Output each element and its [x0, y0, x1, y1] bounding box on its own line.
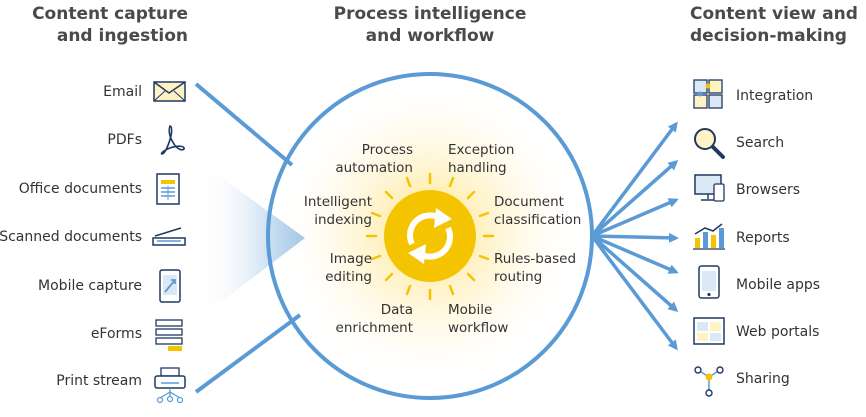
image-editing-line-1: Image — [329, 251, 372, 267]
web-portal-icon — [693, 317, 725, 345]
input-label-office-documents: Office documents — [18, 181, 142, 197]
mobile-workflow-line-2: workflow — [448, 320, 509, 336]
process-automation-line-1: Process — [361, 142, 413, 158]
output-label-sharing: Sharing — [736, 371, 790, 387]
sync-icon — [365, 172, 495, 301]
output-label-search: Search — [736, 135, 785, 151]
data-enrichment-line-2: enrichment — [335, 320, 413, 336]
arrow-mobile-apps — [591, 234, 679, 274]
funnel-top-line — [194, 82, 294, 167]
share-network-icon — [694, 366, 724, 397]
mobile-app-icon — [698, 265, 720, 299]
intelligent-indexing-line-2: indexing — [314, 212, 372, 228]
mobile-workflow-line-1: Mobile — [448, 302, 493, 318]
browser-devices-icon — [694, 174, 725, 202]
envelope-icon — [153, 81, 186, 102]
arrow-search — [590, 160, 679, 238]
scanner-icon — [152, 227, 186, 246]
input-label-mobile-capture: Mobile capture — [38, 278, 142, 294]
header-right-line-1: Content view and — [690, 4, 858, 24]
output-label-browsers: Browsers — [736, 182, 801, 198]
document-icon — [156, 173, 180, 205]
rules-based-routing: Rules-based routing — [494, 250, 576, 286]
output-label-reports: Reports — [736, 230, 790, 246]
printer-icon — [154, 367, 186, 404]
arrow-sharing — [590, 234, 678, 351]
image-editing: Image editing — [292, 250, 372, 286]
header-center-line-1: Process intelligence — [333, 4, 527, 24]
data-enrichment-line-1: Data — [380, 302, 413, 318]
header-center-line-2: and workflow — [365, 26, 495, 46]
header-left-line-1: Content capture — [32, 4, 188, 24]
document-classification-line-2: classification — [494, 212, 582, 228]
document-classification-line-1: Document — [494, 194, 564, 210]
mobile-workflow: Mobile workflow — [448, 301, 508, 337]
intelligent-indexing: Intelligent indexing — [292, 193, 372, 229]
data-enrichment: Data enrichment — [323, 301, 413, 337]
process-automation: Process automation — [333, 141, 413, 177]
funnel-shape — [200, 162, 305, 318]
document-classification: Document classification — [494, 193, 581, 229]
header-process-intelligence: Process intelligence and workflow — [290, 3, 570, 47]
mobile-capture-icon — [159, 269, 181, 303]
puzzle-icon — [693, 79, 723, 109]
exception-handling-line-1: Exception — [448, 142, 515, 158]
arrow-web-portals — [590, 234, 679, 312]
rules-based-routing-line-2: routing — [494, 269, 543, 285]
output-label-mobile-apps: Mobile apps — [736, 277, 821, 293]
header-content-capture: Content capture and ingestion — [0, 3, 188, 47]
output-label-integration: Integration — [736, 88, 814, 104]
header-content-view: Content view and decision-making — [690, 3, 864, 47]
input-label-pdfs: PDFs — [107, 132, 142, 148]
input-label-print-stream: Print stream — [56, 373, 142, 389]
funnel-bottom-line — [194, 313, 302, 394]
exception-handling-line-2: handling — [448, 160, 507, 176]
output-label-web-portals: Web portals — [736, 324, 820, 340]
input-label-scanned-documents: Scanned documents — [0, 229, 142, 245]
rules-based-routing-line-1: Rules-based — [494, 251, 577, 267]
output-arrows — [590, 121, 679, 351]
input-label-email: Email — [103, 84, 142, 100]
header-left-line-2: and ingestion — [56, 26, 188, 46]
header-right-line-2: decision-making — [690, 26, 847, 46]
exception-handling: Exception handling — [448, 141, 514, 177]
arrow-browsers — [591, 198, 679, 238]
image-editing-line-2: editing — [325, 269, 372, 285]
arrow-reports — [591, 232, 679, 243]
report-chart-icon — [693, 223, 725, 250]
process-automation-line-2: automation — [335, 160, 413, 176]
input-labels: Email PDFs Office documents Scanned docu… — [0, 0, 142, 417]
input-label-eforms: eForms — [90, 326, 142, 342]
eform-icon — [155, 319, 183, 351]
magnifier-icon — [694, 128, 725, 159]
arrow-integration — [590, 121, 678, 238]
pdf-icon — [160, 124, 185, 155]
intelligent-indexing-line-1: Intelligent — [303, 194, 372, 210]
